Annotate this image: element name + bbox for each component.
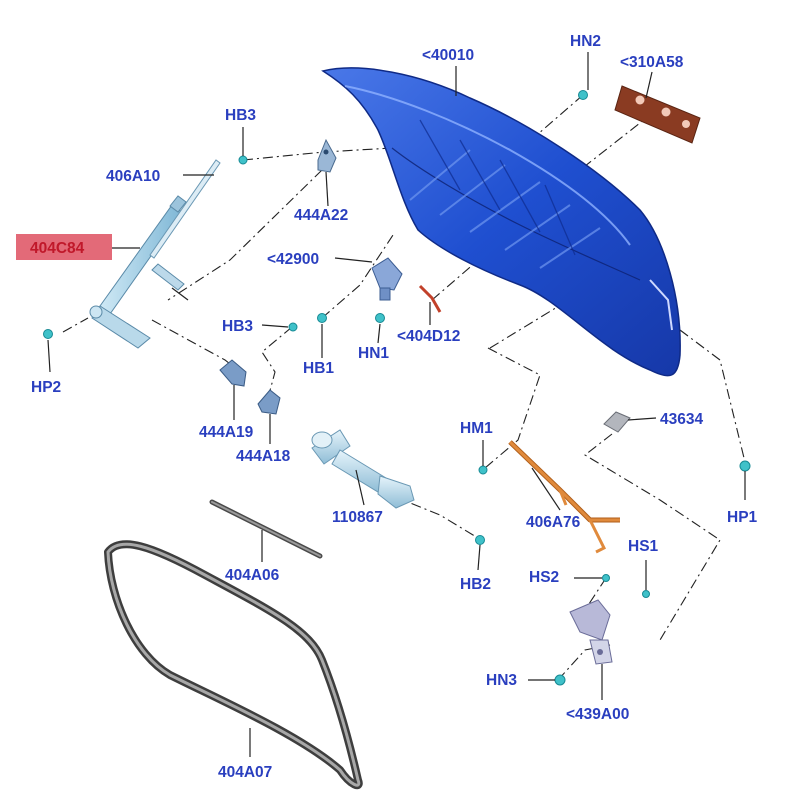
clip-hn3 (554, 674, 566, 686)
label-hn2[interactable]: HN2 (570, 33, 601, 50)
hinge-444a18[interactable] (257, 389, 281, 415)
clip-hp1 (739, 460, 751, 472)
clip-hs2 (602, 574, 610, 582)
label-439a00[interactable]: <439A00 (566, 706, 629, 723)
label-404a06[interactable]: 404A06 (225, 567, 280, 584)
callout-labels: <40010 HN2 <310A58 HB3 406A10 444A22 404… (30, 33, 758, 781)
latch-assembly[interactable] (371, 257, 403, 301)
clip-hp2 (43, 329, 53, 339)
label-hb3-top[interactable]: HB3 (225, 107, 256, 124)
label-110867[interactable]: 110867 (332, 509, 383, 526)
clip-hn1 (375, 313, 385, 323)
hinge-bracket-444a22[interactable] (317, 138, 337, 173)
bumper-110867[interactable] (311, 429, 415, 509)
clip-hs1 (642, 590, 650, 598)
label-404c84[interactable]: 404C84 (30, 240, 85, 257)
cable-clip[interactable] (418, 284, 442, 313)
clip-hb2 (475, 535, 485, 545)
label-hp1[interactable]: HP1 (727, 509, 758, 526)
latch-striker[interactable] (569, 599, 613, 665)
label-hb3-mid[interactable]: HB3 (222, 318, 253, 335)
label-hs2[interactable]: HS2 (529, 569, 559, 586)
label-hn3[interactable]: HN3 (486, 672, 517, 689)
highlight-404c84 (16, 234, 112, 260)
label-hm1[interactable]: HM1 (460, 420, 493, 437)
seal-strip-404a06[interactable] (209, 499, 323, 559)
label-hn1[interactable]: HN1 (358, 345, 389, 362)
clip-hb1 (317, 313, 327, 323)
clip-hb3-top (238, 155, 248, 165)
label-hb1[interactable]: HB1 (303, 360, 334, 377)
label-hp2[interactable]: HP2 (31, 379, 61, 396)
gas-strut[interactable] (89, 159, 221, 349)
label-310a58[interactable]: <310A58 (620, 54, 684, 71)
weatherstrip-404a07[interactable] (104, 540, 363, 790)
label-40010[interactable]: <40010 (422, 47, 474, 64)
clip-hb3-mid (288, 322, 298, 332)
hinge-444a19[interactable] (219, 359, 247, 387)
label-42900[interactable]: <42900 (267, 251, 319, 268)
label-406a76[interactable]: 406A76 (526, 514, 581, 531)
wiring-harness[interactable] (508, 440, 620, 554)
clip-hm1 (478, 465, 488, 475)
decklid-panel[interactable] (321, 67, 681, 377)
emblem-bracket[interactable] (614, 85, 701, 144)
label-406a10[interactable]: 406A10 (106, 168, 160, 185)
label-404a07[interactable]: 404A07 (218, 764, 272, 781)
label-hb2[interactable]: HB2 (460, 576, 491, 593)
label-444a22[interactable]: 444A22 (294, 207, 348, 224)
clip-hn2 (578, 90, 588, 100)
leader-lines (47, 52, 746, 757)
label-444a19[interactable]: 444A19 (199, 424, 254, 441)
sensor-43634[interactable] (603, 411, 631, 433)
label-43634[interactable]: 43634 (660, 411, 703, 428)
fastener-clips (43, 90, 751, 686)
label-444a18[interactable]: 444A18 (236, 448, 291, 465)
label-hs1[interactable]: HS1 (628, 538, 659, 555)
label-404d12[interactable]: <404D12 (397, 328, 460, 345)
